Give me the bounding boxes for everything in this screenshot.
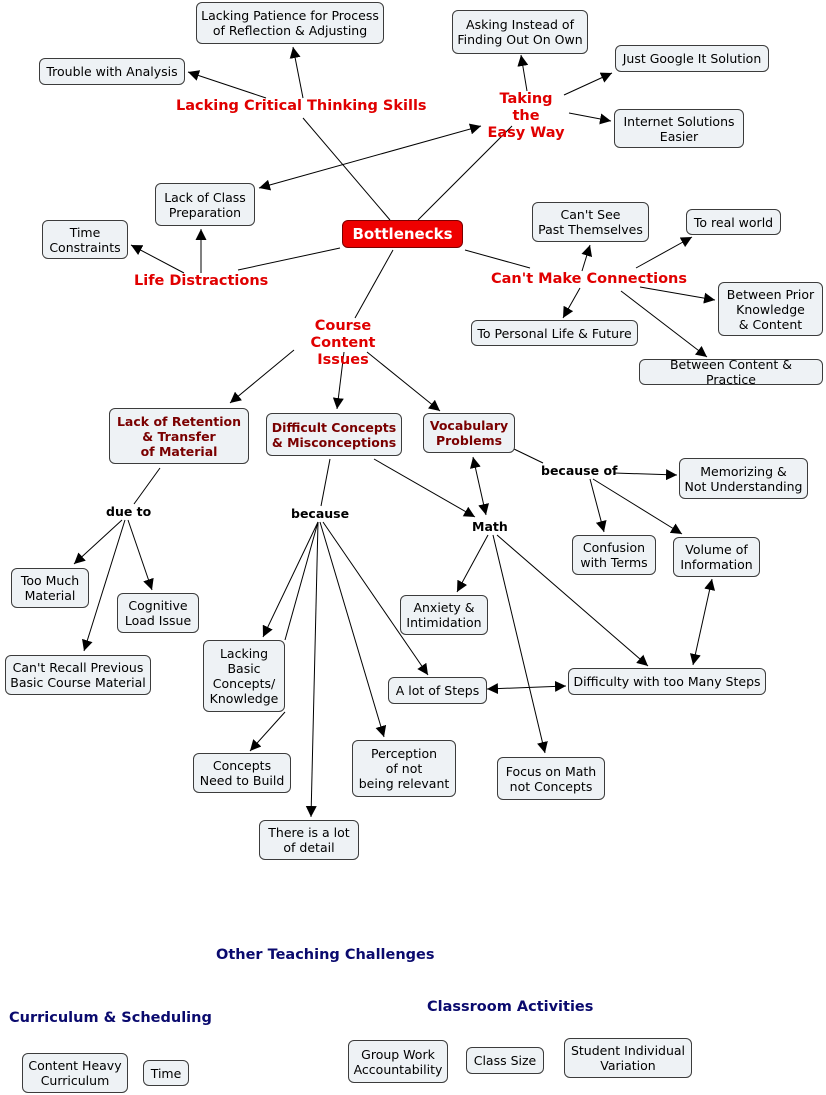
node-concepts-build[interactable]: Concepts Need to Build: [193, 753, 291, 793]
node-internet-solutions[interactable]: Internet Solutions Easier: [614, 109, 744, 148]
connector-line-38: [690, 578, 715, 666]
node-lack-retention[interactable]: Lack of Retention & Transfer of Material: [109, 408, 249, 464]
connector-line-40: [613, 469, 678, 481]
connector-line-33: [470, 456, 489, 516]
node-class-size[interactable]: Class Size: [466, 1047, 544, 1074]
connector-line-42: [592, 478, 683, 535]
connector-line-14: [639, 286, 716, 304]
connector-line-5: [563, 72, 613, 96]
connector-line-37: [486, 680, 567, 695]
connector-line-29: [305, 521, 319, 818]
classroom-activities-title: Classroom Activities: [427, 999, 594, 1015]
node-vocabulary-problems[interactable]: Vocabulary Problems: [423, 413, 515, 453]
node-cant-see-past[interactable]: Can't See Past Themselves: [532, 202, 649, 242]
connector-line-20: [366, 351, 441, 412]
connector-line-2: [187, 70, 267, 99]
connector-line-15: [562, 287, 581, 319]
node-too-much-material[interactable]: Too Much Material: [11, 568, 89, 608]
node-lacking-patience[interactable]: Lacking Patience for Process of Reflecti…: [196, 2, 384, 44]
connector-line-0: [302, 117, 391, 221]
node-to-real-world[interactable]: To real world: [686, 209, 781, 235]
branch-life-distractions[interactable]: Life Distractions: [134, 273, 269, 289]
node-lack-class-prep[interactable]: Lack of Class Preparation: [155, 183, 255, 226]
connector-line-34: [456, 534, 489, 593]
connector-line-30: [319, 521, 387, 738]
node-student-variation[interactable]: Student Individual Variation: [564, 1038, 692, 1078]
node-just-google[interactable]: Just Google It Solution: [615, 45, 769, 72]
connector-line-16: [620, 290, 708, 358]
connector-line-36: [496, 534, 649, 667]
node-difficulty-many-steps[interactable]: Difficulty with too Many Steps: [568, 668, 766, 695]
connector-line-18: [229, 349, 295, 404]
node-time-constraints[interactable]: Time Constraints: [42, 220, 128, 259]
connector-line-22: [73, 519, 123, 565]
linking-due-to: due to: [106, 504, 152, 519]
connector-line-32: [373, 458, 476, 518]
node-lot-of-steps[interactable]: A lot of Steps: [388, 677, 487, 704]
node-time[interactable]: Time: [143, 1060, 189, 1086]
connector-line-13: [635, 236, 693, 269]
node-focus-math[interactable]: Focus on Math not Concepts: [497, 757, 605, 800]
node-lot-of-detail[interactable]: There is a lot of detail: [259, 820, 359, 860]
linking-because: because: [291, 506, 350, 521]
connector-line-12: [581, 244, 593, 272]
curriculum-scheduling-title: Curriculum & Scheduling: [9, 1010, 212, 1026]
node-lacking-basic[interactable]: Lacking Basic Concepts/ Knowledge: [203, 640, 285, 712]
connector-line-23: [127, 519, 154, 591]
node-between-content[interactable]: Between Content & Practice: [639, 357, 823, 387]
linking-because-of: because of: [541, 463, 618, 478]
connector-line-25: [320, 458, 331, 507]
connector-line-7: [258, 123, 482, 191]
connector-line-8: [237, 247, 341, 271]
connector-line-17: [354, 249, 394, 319]
connector-line-27: [284, 521, 319, 641]
connector-line-28: [249, 711, 286, 752]
node-group-work[interactable]: Group Work Accountability: [348, 1040, 448, 1083]
branch-course-content[interactable]: Course Content Issues: [310, 318, 376, 368]
connector-line-10: [130, 244, 185, 274]
connector-line-6: [568, 112, 612, 125]
node-asking-instead[interactable]: Asking Instead of Finding Out On Own: [452, 10, 588, 54]
connector-line-19: [332, 351, 345, 410]
connector-line-11: [464, 249, 531, 269]
root-node-bottlenecks[interactable]: Bottlenecks: [342, 220, 463, 248]
node-between-prior[interactable]: Between Prior Knowledge & Content: [718, 282, 823, 336]
connector-line-35: [492, 534, 548, 754]
node-anxiety-intimidation[interactable]: Anxiety & Intimidation: [400, 595, 488, 635]
node-to-personal[interactable]: To Personal Life & Future: [471, 320, 638, 346]
node-confusion-terms[interactable]: Confusion with Terms: [572, 535, 656, 575]
connector-line-39: [513, 448, 544, 464]
node-perception[interactable]: Perception of not being relevant: [352, 740, 456, 797]
node-difficult-concepts[interactable]: Difficult Concepts & Misconceptions: [266, 413, 402, 456]
node-cant-recall[interactable]: Can't Recall Previous Basic Course Mater…: [5, 655, 151, 695]
node-cognitive-load[interactable]: Cognitive Load Issue: [117, 593, 199, 633]
connector-line-31: [322, 521, 429, 676]
connector-line-26: [262, 521, 319, 638]
branch-cant-make-connections[interactable]: Can't Make Connections: [491, 271, 688, 287]
node-volume-information[interactable]: Volume of Information: [673, 537, 760, 577]
node-memorizing[interactable]: Memorizing & Not Understanding: [679, 458, 808, 499]
connector-line-24: [82, 519, 126, 652]
branch-critical-thinking[interactable]: Lacking Critical Thinking Skills: [176, 98, 427, 114]
branch-easy-way[interactable]: Taking the Easy Way: [487, 91, 565, 141]
connector-line-4: [517, 54, 529, 92]
connector-line-21: [133, 467, 161, 505]
linking-math: Math: [472, 519, 508, 534]
node-trouble-analysis[interactable]: Trouble with Analysis: [39, 58, 185, 85]
connector-line-1: [289, 46, 304, 99]
connector-line-41: [589, 478, 607, 533]
node-content-heavy[interactable]: Content Heavy Curriculum: [22, 1053, 128, 1093]
other-challenges-title: Other Teaching Challenges: [216, 947, 435, 963]
